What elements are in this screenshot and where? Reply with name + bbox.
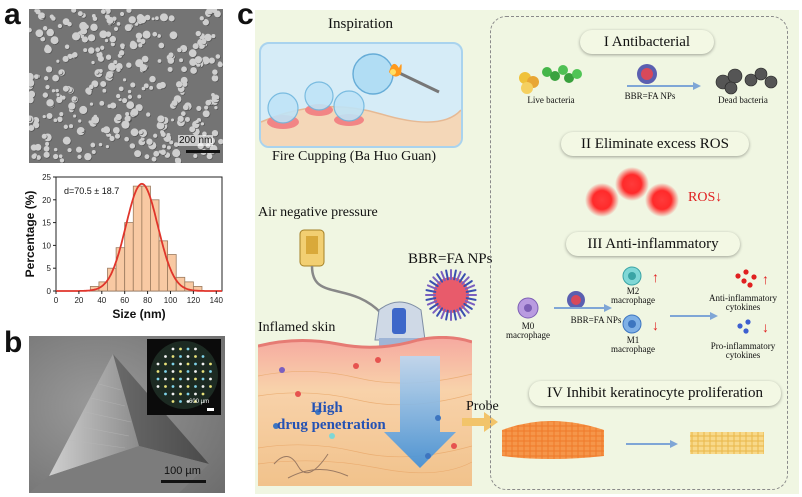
x-tick-label: 140: [210, 296, 224, 305]
inset-scalebar: [207, 408, 214, 411]
histogram-bar: [115, 247, 126, 292]
histogram-bar: [124, 222, 134, 292]
y-tick-label: 10: [42, 241, 51, 250]
y-tick-label: 20: [42, 196, 51, 205]
histogram-bar: [141, 185, 151, 292]
macrophage-illustration: ↑ ↓ ↑ ↓: [517, 266, 769, 335]
m0-label: M0 macrophage: [506, 321, 550, 341]
x-tick-label: 80: [143, 296, 152, 305]
np-label: BBR=FA NPs: [408, 251, 493, 267]
np-small-label-2: BBR=FA NPs: [570, 315, 622, 325]
y-tick-label: 25: [42, 173, 51, 182]
svg-text:↑: ↑: [762, 271, 769, 287]
air-pressure-label: Air negative pressure: [258, 205, 378, 220]
y-tick-label: 5: [47, 264, 52, 273]
section-anti-inflammatory: III Anti-inflammatory: [566, 232, 740, 256]
size-annotation: d=70.5 ± 18.7: [64, 186, 119, 196]
m2-label: M2 macrophage: [611, 286, 655, 306]
x-tick-label: 120: [187, 296, 201, 305]
histogram-bar: [132, 185, 143, 292]
sem-scalebar: [186, 150, 220, 153]
x-tick-label: 0: [54, 296, 59, 305]
x-tick-label: 100: [164, 296, 178, 305]
microneedle-scalebar-label: 100 µm: [164, 465, 201, 477]
bacteria-illustration: [519, 64, 778, 95]
svg-text:↓: ↓: [652, 317, 659, 333]
mechanisms-box: [490, 16, 788, 490]
live-bacteria-label: Live bacteria: [527, 95, 575, 105]
nanoparticle-icon: [425, 269, 477, 321]
svg-text:↓: ↓: [762, 319, 769, 335]
sem-scalebar-label: 200 nm: [178, 135, 214, 146]
x-tick-label: 40: [97, 296, 106, 305]
section-keratinocyte: IV Inhibit keratinocyte proliferation: [529, 381, 781, 406]
skin-layers-illustration: [258, 336, 472, 486]
y-tick-label: 15: [42, 219, 51, 228]
nanoparticle-texture: [29, 9, 223, 163]
np-small-label-1: BBR=FA NPs: [624, 91, 676, 101]
panel-a-letter: a: [4, 0, 21, 31]
fire-cupping-caption: Fire Cupping (Ba Huo Guan): [272, 149, 437, 164]
fire-cupping-illustration: [261, 53, 461, 146]
x-tick-label: 20: [74, 296, 83, 305]
anti-cytokines-label: Anti-inflammatory cytokines: [709, 293, 777, 313]
probe-arrow: [462, 412, 498, 432]
microneedle-scalebar: [161, 480, 206, 483]
gaussian-fit-line: [56, 182, 222, 292]
inflamed-skin-label: Inflamed skin: [258, 320, 336, 335]
svg-text:↑: ↑: [652, 269, 659, 285]
section-antibacterial: I Antibacterial: [580, 30, 714, 54]
ros-illustration: [585, 167, 679, 217]
section-ros: II Eliminate excess ROS: [561, 132, 749, 156]
fire-cupping-box: [259, 42, 463, 148]
m1-label: M1 macrophage: [611, 335, 655, 355]
sem-image-microneedle: 600 µm 100 µm: [29, 336, 225, 493]
needle-array-dots: [150, 341, 218, 409]
pro-cytokines-label: Pro-inflammatory cytokines: [710, 341, 776, 361]
dead-bacteria-label: Dead bacteria: [718, 95, 768, 105]
inset-scalebar-label: 600 µm: [189, 399, 210, 405]
sem-image-nanoparticles: 200 nm: [29, 9, 223, 163]
x-axis-label: Size (nm): [112, 307, 165, 321]
keratinocyte-illustration: [502, 421, 764, 459]
probe-device-illustration: [374, 301, 426, 346]
inspiration-title: Inspiration: [328, 16, 393, 32]
microneedle-array-inset: 600 µm: [147, 339, 221, 415]
y-axis-label: Percentage (%): [23, 191, 37, 278]
ros-decrease-label: ROS↓: [688, 190, 723, 205]
x-tick-label: 60: [120, 296, 129, 305]
drug-penetration-label: drug penetration: [277, 417, 386, 433]
panel-b-letter: b: [4, 326, 23, 359]
high-label: High: [311, 400, 343, 416]
y-tick-label: 0: [47, 287, 52, 296]
panel-c-letter: c: [237, 0, 254, 31]
